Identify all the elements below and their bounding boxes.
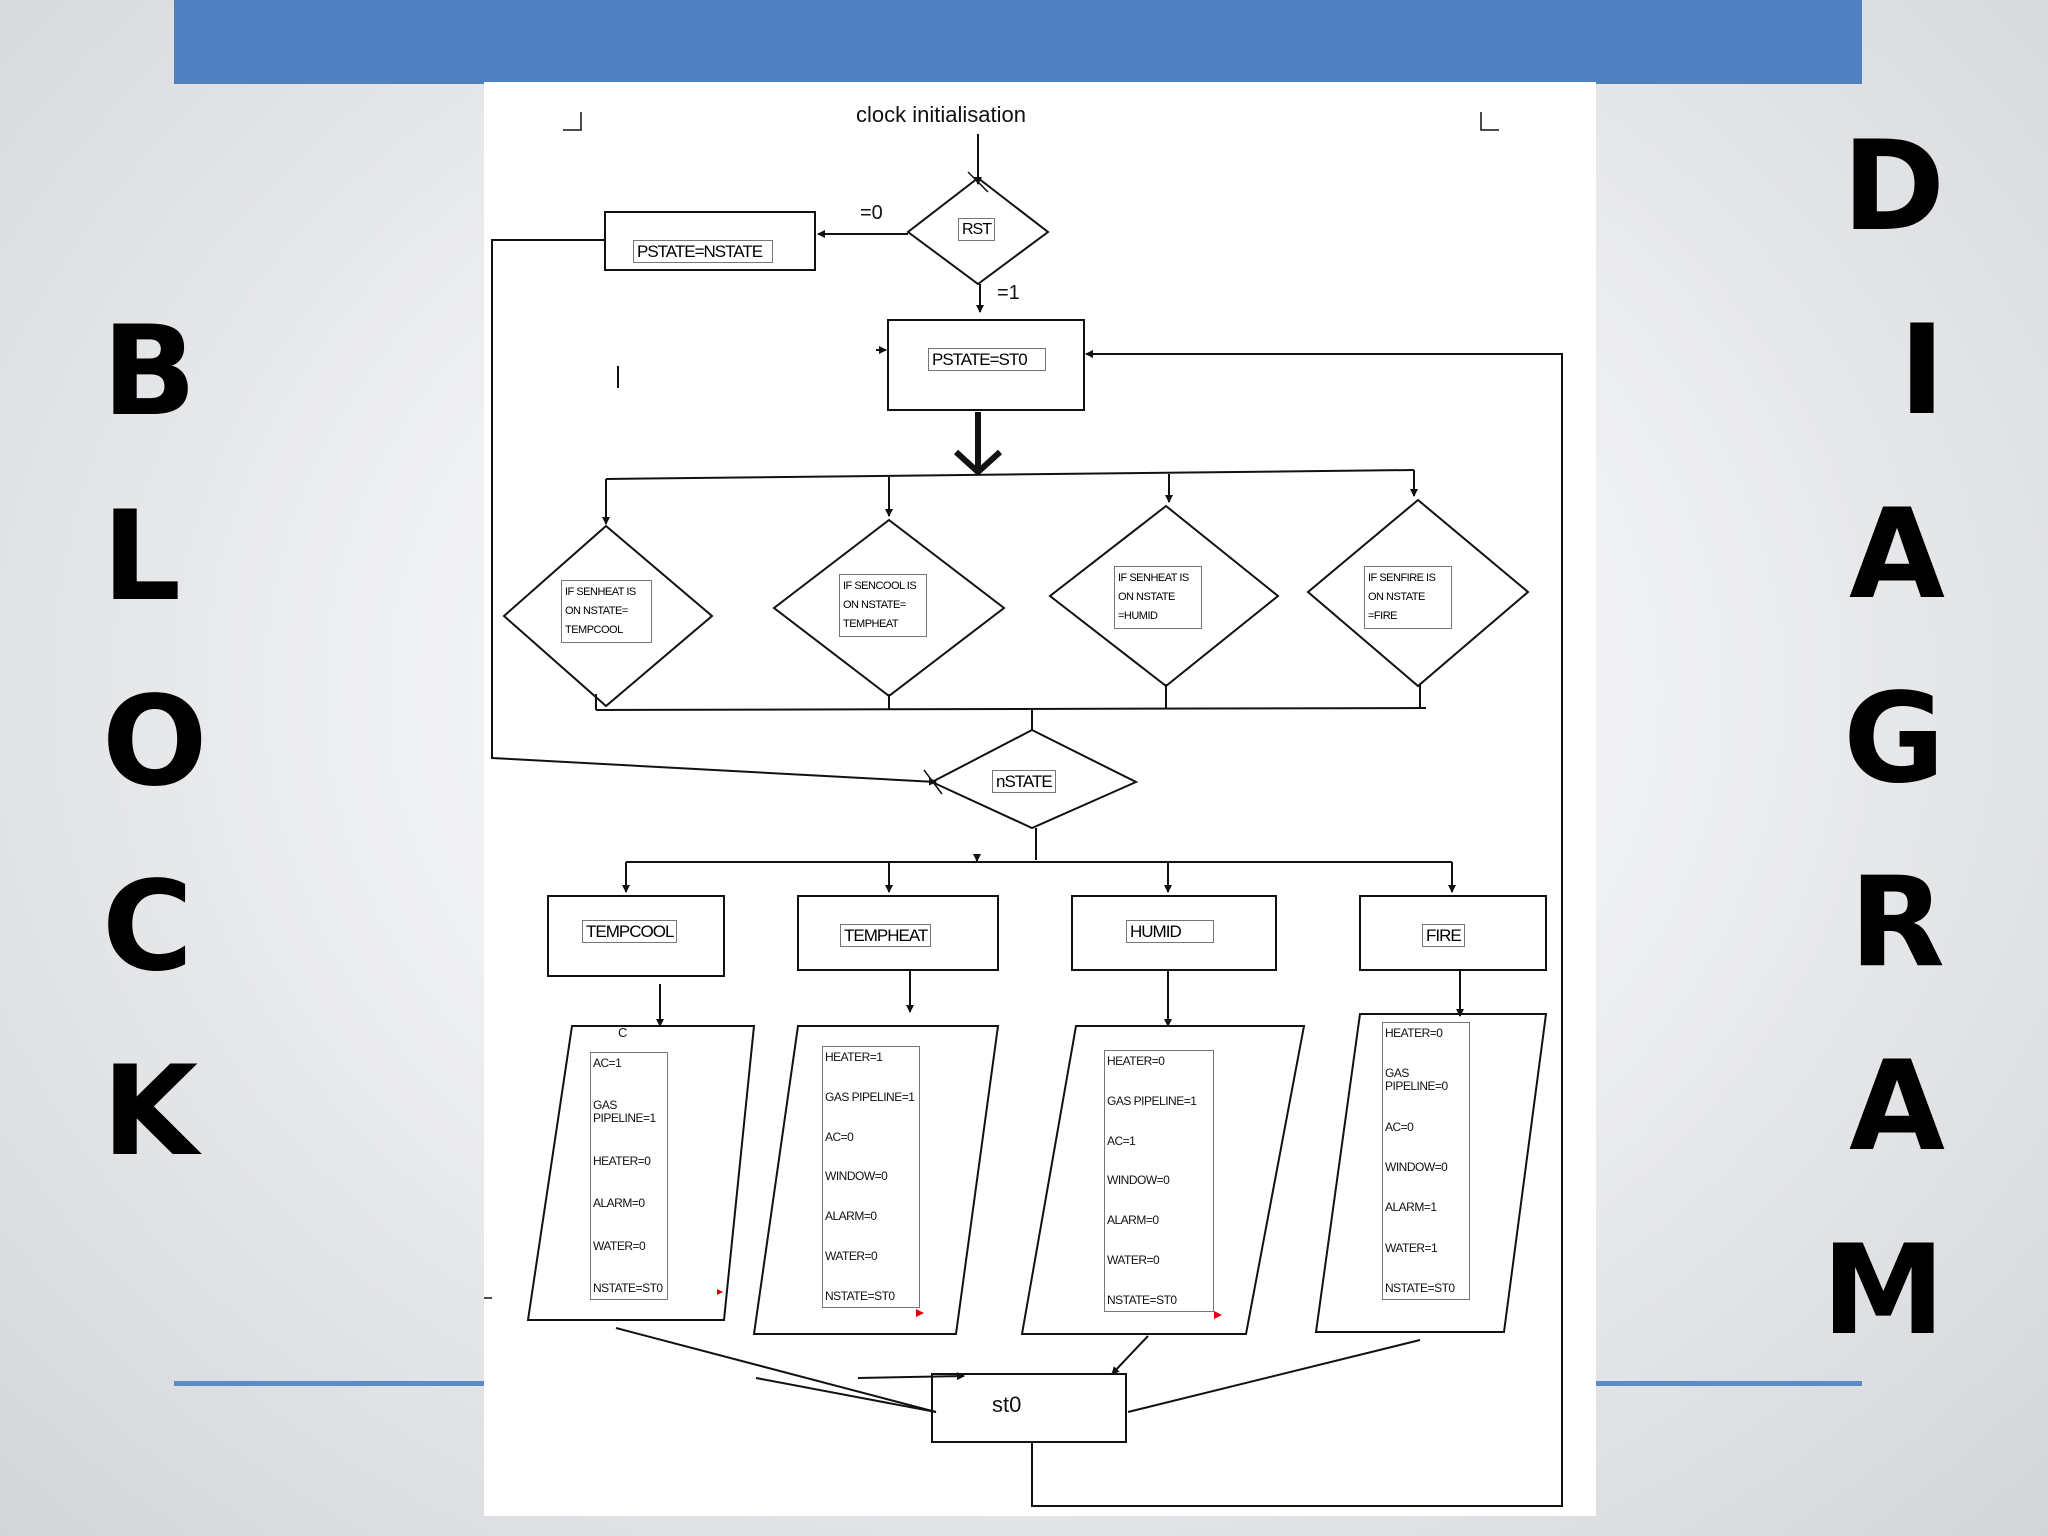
output-line: WINDOW=0 [1385,1159,1448,1174]
title-letter: G [1843,667,1945,811]
output-line: ALARM=0 [825,1209,877,1224]
red-markers [717,1289,1222,1319]
output-line: GAS PIPELINE=1 [825,1089,915,1104]
state-label: FIRE [1422,924,1465,947]
output-line: AC=1 [593,1056,622,1070]
end-label: st0 [992,1392,1022,1417]
rst-one-label: =1 [997,282,1020,304]
title-letter: B [102,300,197,444]
nstate-label: nSTATE [992,770,1056,793]
pstate-st0-label: PSTATE=ST0 [928,348,1046,371]
output-line: WINDOW=0 [825,1169,888,1184]
title-letter: I [1898,299,1945,443]
state-label: TEMPHEAT [840,924,932,947]
state-label: TEMPCOOL [582,920,678,943]
output-line: HEATER=0 [593,1153,651,1168]
pstate-nstate-label: PSTATE=NSTATE [633,240,773,263]
title-letter: D [1842,115,1945,259]
condition-label: IF SENHEAT IS ON NSTATE =HUMID [1114,566,1202,629]
title-letter: A [1849,483,1945,627]
output-line: HEATER=1 [825,1050,883,1064]
output-block-fire: HEATER=0 GAS PIPELINE=0 AC=0 WINDOW=0 AL… [1382,1022,1470,1300]
title-diagram: D I A G R A M [1810,95,1945,1383]
output-line: WATER=0 [1107,1253,1160,1268]
output-line: GAS PIPELINE=0 [1385,1066,1448,1094]
rst-zero-label: =0 [860,202,883,224]
title-letter: L [102,485,182,629]
condition-label: IF SENHEAT IS ON NSTATE= TEMPCOOL [561,580,652,643]
output-block-humid: HEATER=0 GAS PIPELINE=1 AC=1 WINDOW=0 AL… [1104,1050,1214,1312]
title-block: B L O C K [102,280,212,1205]
output-line: ALARM=1 [1385,1200,1437,1215]
output-line: NSTATE=ST0 [1385,1280,1455,1295]
output-line: NSTATE=ST0 [593,1280,663,1295]
output-line: WINDOW=0 [1107,1173,1170,1188]
output-line: NSTATE=ST0 [1107,1292,1177,1307]
output-line: AC=0 [1385,1119,1414,1134]
condition-label: IF SENFIRE IS ON NSTATE =FIRE [1364,566,1452,629]
title-letter: K [102,1040,199,1184]
condition-label: IF SENCOOL IS ON NSTATE= TEMPHEAT [839,574,927,637]
st0-end-box [931,1373,1127,1443]
state-label: HUMID [1126,920,1214,943]
output-block-tempcool: AC=1 GAS PIPELINE=1 HEATER=0 ALARM=0 WAT… [590,1052,668,1300]
output-block-tempheat: HEATER=1 GAS PIPELINE=1 AC=0 WINDOW=0 AL… [822,1046,920,1308]
output-line: WATER=1 [1385,1240,1438,1255]
title-letter: R [1849,851,1945,995]
output-line: GAS PIPELINE=1 [1107,1093,1197,1108]
output-line: HEATER=0 [1107,1054,1165,1068]
output-line: WATER=0 [825,1249,878,1264]
start-label: clock initialisation [856,102,1026,127]
output-line: GAS PIPELINE=1 [593,1098,656,1126]
nstate-decision [929,728,1139,830]
output-line: ALARM=0 [1107,1213,1159,1228]
pstate-st0-box [887,319,1085,411]
rst-decision [906,176,1050,286]
title-letter: M [1821,1219,1945,1363]
output-line: HEATER=0 [1385,1026,1443,1040]
output-line: ALARM=0 [593,1196,645,1211]
output-line: AC=1 [1107,1133,1136,1148]
flowchart-image: clock initialisation =0 =1 RST PSTATE=NS… [484,82,1596,1516]
title-letter: C [102,855,194,999]
title-bar [174,0,1862,84]
flowchart-lines [484,112,1563,1507]
title-letter: A [1849,1035,1945,1179]
title-letter: O [102,670,208,814]
output-line: NSTATE=ST0 [825,1288,895,1303]
output-line: AC=0 [825,1129,854,1144]
output-marker: C [618,1025,627,1040]
rst-label: RST [958,218,995,241]
output-line: WATER=0 [593,1238,646,1253]
